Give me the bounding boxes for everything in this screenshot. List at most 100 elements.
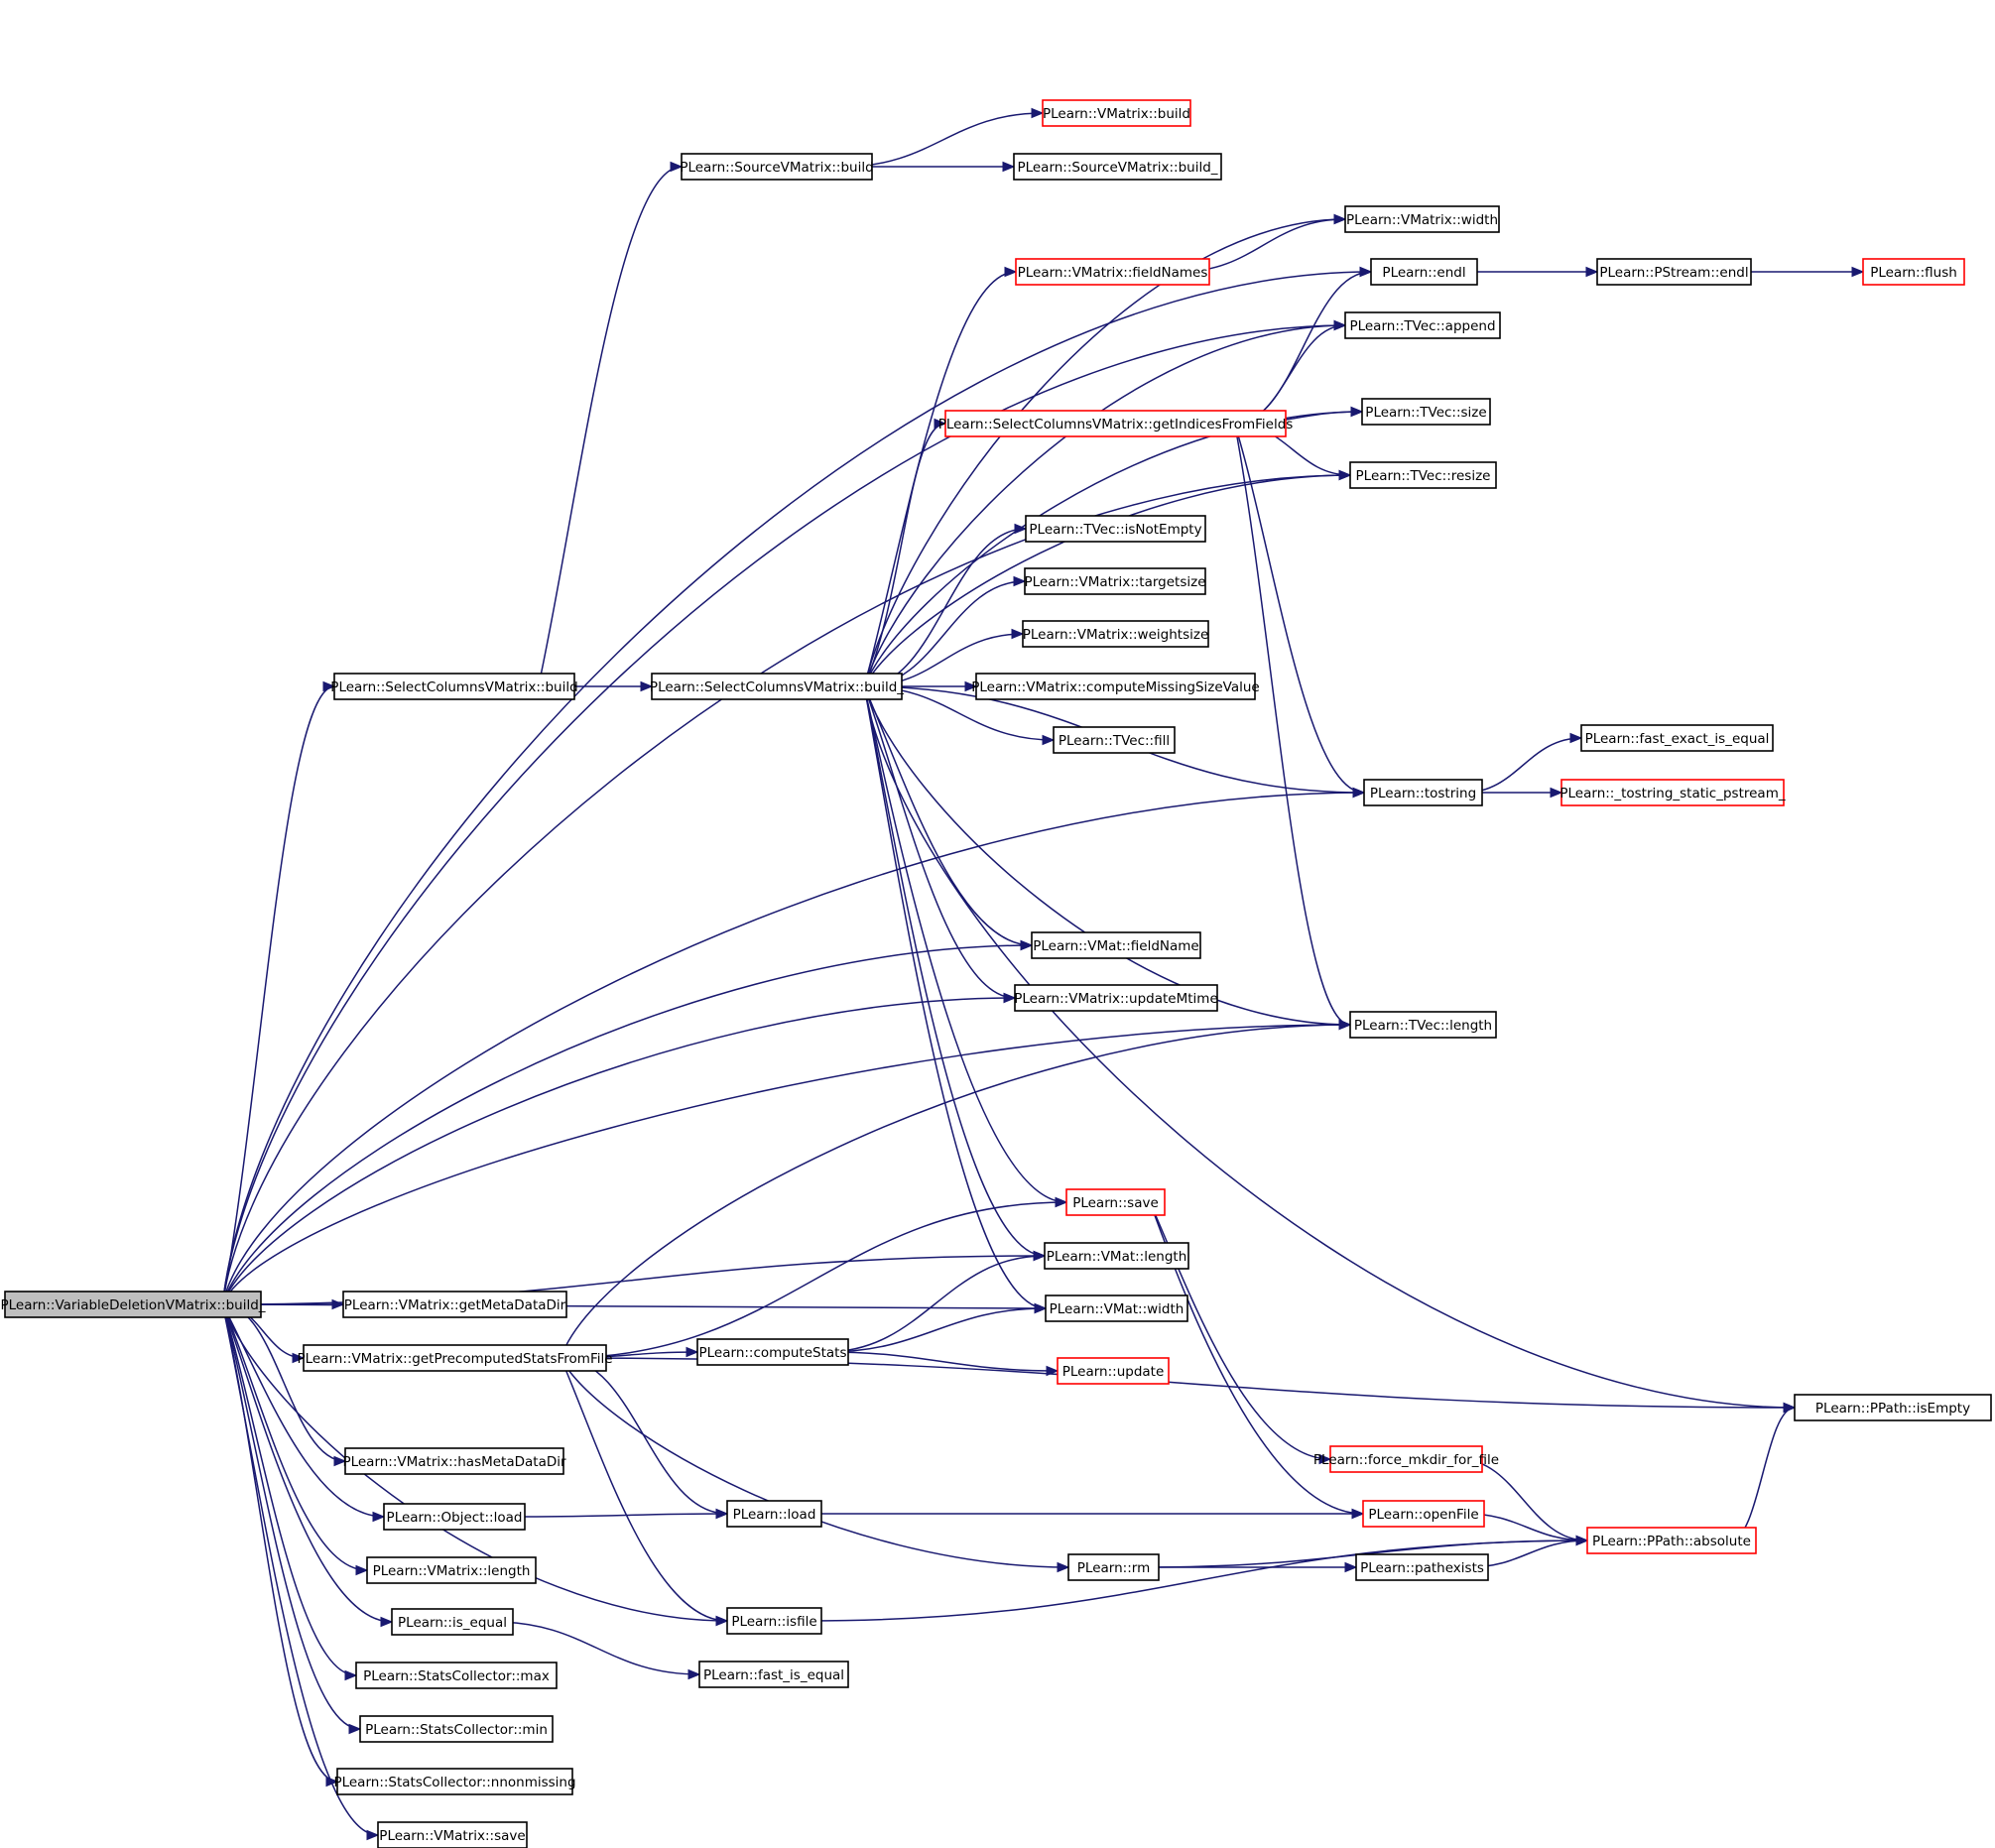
- edge-scvbuild_-to-vmfieldName: [863, 685, 1034, 951]
- edge-scvbuild_-to-updateMtime: [863, 685, 1017, 1004]
- node-scvbuild_[interactable]: PLearn::SelectColumnsVMatrix::build_: [650, 673, 904, 700]
- node-psendl[interactable]: PLearn::PStream::endl: [1596, 258, 1752, 286]
- node-vmatlength[interactable]: PLearn::VMat::length: [1044, 1242, 1189, 1270]
- node-label: PLearn::SelectColumnsVMatrix::build: [330, 679, 577, 695]
- node-label: PLearn::fast_is_equal: [703, 1667, 844, 1683]
- node-flush[interactable]: PLearn::flush: [1862, 258, 1965, 286]
- node-scvbuild[interactable]: PLearn::SelectColumnsVMatrix::build: [330, 673, 578, 700]
- node-isNotEmpty[interactable]: PLearn::TVec::isNotEmpty: [1025, 515, 1206, 543]
- node-targetsize[interactable]: PLearn::VMatrix::targetsize: [1024, 567, 1206, 595]
- edge-absolute-to-isEmpty: [1730, 1402, 1797, 1541]
- edge-getPre-to-isEmpty: [561, 1357, 1797, 1414]
- node-getIdx[interactable]: PLearn::SelectColumnsVMatrix::getIndices…: [938, 410, 1294, 437]
- node-label: PLearn::is_equal: [398, 1615, 507, 1631]
- node-label: PLearn::StatsCollector::max: [363, 1668, 550, 1684]
- node-endl[interactable]: PLearn::endl: [1370, 258, 1478, 286]
- node-svbuild[interactable]: PLearn::SourceVMatrix::build: [680, 153, 874, 181]
- node-label: PLearn::SourceVMatrix::build_: [1017, 160, 1217, 176]
- node-rm[interactable]: PLearn::rm: [1067, 1553, 1160, 1581]
- node-tsps[interactable]: PLearn::_tostring_static_pstream_: [1559, 779, 1786, 806]
- node-scmin[interactable]: PLearn::StatsCollector::min: [359, 1715, 554, 1743]
- edge-psendl-to-flush: [1750, 266, 1865, 278]
- node-save[interactable]: PLearn::save: [1065, 1188, 1166, 1216]
- edge-getPre-to-save: [561, 1196, 1068, 1359]
- node-label: PLearn::load: [733, 1507, 816, 1523]
- node-tveclength[interactable]: PLearn::TVec::length: [1349, 1011, 1497, 1039]
- node-isEmpty[interactable]: PLearn::PPath::isEmpty: [1794, 1394, 1992, 1421]
- node-label: PLearn::TVec::resize: [1356, 468, 1491, 484]
- node-label: PLearn::Object::load: [387, 1510, 523, 1526]
- node-vmsave[interactable]: PLearn::VMatrix::save: [377, 1821, 528, 1848]
- node-append[interactable]: PLearn::TVec::append: [1344, 311, 1501, 339]
- node-label: PLearn::rm: [1077, 1560, 1150, 1576]
- node-label: PLearn::VMat::fieldName: [1033, 938, 1198, 954]
- node-label: PLearn::VMatrix::hasMetaDataDir: [342, 1454, 566, 1470]
- node-tostring[interactable]: PLearn::tostring: [1363, 779, 1483, 806]
- node-resize[interactable]: PLearn::TVec::resize: [1349, 461, 1497, 489]
- node-updateMtime[interactable]: PLearn::VMatrix::updateMtime: [1014, 984, 1218, 1012]
- edge-computeStats-to-vmatwidth: [825, 1302, 1048, 1353]
- node-computeStats[interactable]: PLearn::computeStats: [696, 1338, 849, 1366]
- node-pathexists[interactable]: PLearn::pathexists: [1355, 1553, 1489, 1581]
- node-label: PLearn::openFile: [1368, 1507, 1478, 1523]
- node-getMetaDataDir[interactable]: PLearn::VMatrix::getMetaDataDir: [342, 1291, 567, 1318]
- node-vmatwidth[interactable]: PLearn::VMat::width: [1045, 1294, 1188, 1322]
- edge-getPre-to-rm: [560, 1357, 1070, 1573]
- node-label: PLearn::pathexists: [1360, 1560, 1484, 1576]
- node-openFile[interactable]: PLearn::openFile: [1362, 1500, 1485, 1528]
- node-label: PLearn::flush: [1870, 265, 1957, 281]
- node-size[interactable]: PLearn::TVec::size: [1361, 398, 1491, 426]
- node-objload[interactable]: PLearn::Object::load: [383, 1503, 526, 1531]
- node-vmwidth[interactable]: PLearn::VMatrix::width: [1344, 205, 1500, 233]
- node-label: PLearn::TVec::fill: [1059, 733, 1170, 749]
- edge-tostring-to-tsps: [1481, 787, 1563, 799]
- edge-getIdx-to-endl: [1234, 266, 1373, 425]
- node-label: PLearn::force_mkdir_for_file: [1313, 1452, 1499, 1468]
- edge-scvbuild_-to-fieldNames: [863, 266, 1018, 687]
- node-scnon[interactable]: PLearn::StatsCollector::nnonmissing: [333, 1768, 576, 1795]
- node-label: PLearn::VMatrix::computeMissingSizeValue: [971, 679, 1260, 695]
- node-cmsv[interactable]: PLearn::VMatrix::computeMissingSizeValue: [971, 673, 1260, 700]
- node-label: PLearn::isfile: [731, 1614, 816, 1630]
- node-root[interactable]: PLearn::VariableDeletionVMatrix::build_: [0, 1291, 266, 1318]
- node-label: PLearn::_tostring_static_pstream_: [1559, 786, 1785, 801]
- node-svbuild_[interactable]: PLearn::SourceVMatrix::build_: [1013, 153, 1222, 181]
- edge-isfile-to-absolute: [807, 1535, 1589, 1622]
- node-load[interactable]: PLearn::load: [726, 1500, 822, 1528]
- node-label: PLearn::VariableDeletionVMatrix::build_: [0, 1297, 265, 1313]
- node-update[interactable]: PLearn::update: [1057, 1357, 1170, 1385]
- node-fastisequal[interactable]: PLearn::fast_is_equal: [698, 1661, 849, 1688]
- edge-root-to-updateMtime: [221, 992, 1017, 1305]
- node-fastexact[interactable]: PLearn::fast_exact_is_equal: [1580, 724, 1774, 752]
- edge-getPre-to-tveclength: [560, 1019, 1352, 1359]
- edge-root-to-resize: [221, 469, 1352, 1305]
- node-absolute[interactable]: PLearn::PPath::absolute: [1586, 1527, 1757, 1554]
- edge-getPre-to-isfile: [560, 1357, 729, 1627]
- edge-root-to-scvbuild: [221, 680, 336, 1305]
- node-vmfieldName[interactable]: PLearn::VMat::fieldName: [1031, 931, 1201, 959]
- node-label: PLearn::VMatrix::save: [379, 1828, 525, 1844]
- node-isfile[interactable]: PLearn::isfile: [726, 1607, 822, 1635]
- node-label: PLearn::TVec::size: [1365, 405, 1486, 421]
- node-label: PLearn::VMat::length: [1047, 1249, 1187, 1265]
- edge-getIdx-to-tostring: [1233, 423, 1366, 799]
- edge-load-to-openFile: [821, 1508, 1365, 1520]
- node-label: PLearn::update: [1062, 1364, 1165, 1380]
- edge-root-to-tostring: [221, 787, 1366, 1305]
- edge-scvbuild-to-svbuild: [537, 161, 684, 687]
- node-label: PLearn::endl: [1382, 265, 1465, 281]
- node-vmbuild[interactable]: PLearn::VMatrix::build: [1042, 99, 1191, 127]
- node-scmax[interactable]: PLearn::StatsCollector::max: [355, 1662, 558, 1689]
- node-weightsize[interactable]: PLearn::VMatrix::weightsize: [1022, 620, 1209, 648]
- node-forcemk[interactable]: PLearn::force_mkdir_for_file: [1313, 1445, 1499, 1473]
- edge-scvbuild_-to-cmsv: [902, 680, 978, 692]
- node-fill[interactable]: PLearn::TVec::fill: [1053, 726, 1176, 754]
- node-vmlength[interactable]: PLearn::VMatrix::length: [366, 1556, 537, 1584]
- node-getPre[interactable]: PLearn::VMatrix::getPrecomputedStatsFrom…: [297, 1344, 613, 1372]
- edge-scvbuild_-to-getIdx: [863, 418, 947, 687]
- edge-layer: [221, 107, 1865, 1841]
- node-fieldNames[interactable]: PLearn::VMatrix::fieldNames: [1015, 258, 1210, 286]
- node-hasMeta[interactable]: PLearn::VMatrix::hasMetaDataDir: [342, 1447, 566, 1475]
- node-label: PLearn::StatsCollector::nnonmissing: [333, 1775, 575, 1790]
- node-isequal[interactable]: PLearn::is_equal: [391, 1608, 514, 1636]
